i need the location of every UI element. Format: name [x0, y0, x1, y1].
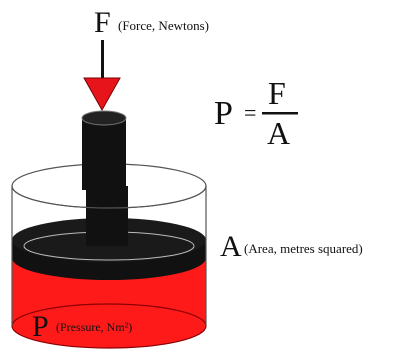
- piston-rod-top: [81, 110, 127, 126]
- pressure-description: (Pressure, Nm²): [56, 320, 132, 334]
- area-description: (Area, metres squared): [244, 241, 363, 256]
- force-symbol: F: [94, 6, 111, 39]
- formula-numerator: F: [268, 75, 286, 111]
- pressure-symbol: P: [32, 310, 49, 343]
- formula-denominator: A: [267, 115, 290, 151]
- piston-rod-upper: [82, 118, 126, 190]
- fraction-bar: [262, 112, 298, 115]
- force-description: (Force, Newtons): [118, 18, 209, 33]
- area-symbol: A: [220, 230, 242, 263]
- pressure-formula: P = F A: [214, 75, 298, 151]
- force-arrow-icon: [83, 40, 121, 112]
- formula-equals: =: [244, 100, 256, 125]
- formula-lhs: P: [214, 95, 233, 132]
- cylinder: [11, 110, 207, 349]
- piston-rod-lower: [86, 186, 128, 246]
